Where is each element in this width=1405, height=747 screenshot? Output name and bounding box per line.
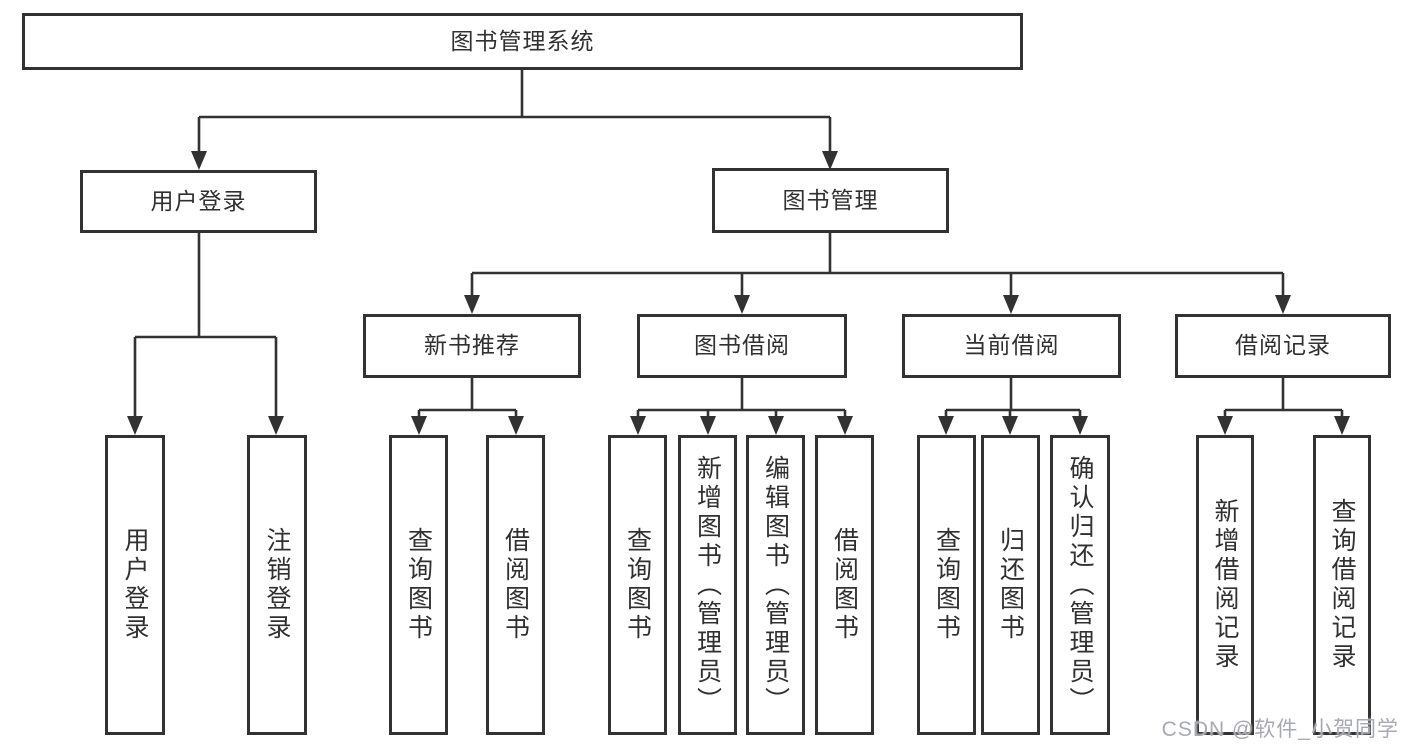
csdn-watermark: CSDN @软件_小贺同学: [1161, 718, 1399, 741]
leaf-query-books-borrow: 查询图书: [608, 435, 667, 735]
node-borrow-records: 借阅记录: [1175, 314, 1391, 378]
node-current-borrow: 当前借阅: [902, 314, 1121, 378]
node-book-management: 图书管理: [712, 168, 949, 233]
leaf-user-login: 用户登录: [105, 435, 165, 735]
leaf-query-books-recommend: 查询图书: [389, 435, 448, 735]
leaf-add-borrow-record: 新增借阅记录: [1196, 435, 1254, 735]
arrowheads: [127, 151, 1350, 435]
node-book-borrow: 图书借阅: [637, 314, 847, 378]
leaf-add-book-admin: 新增图书（管理员）: [678, 435, 737, 735]
leaf-logout: 注销登录: [247, 435, 307, 735]
leaf-return-book: 归还图书: [981, 435, 1040, 735]
leaf-edit-book-admin: 编辑图书（管理员）: [746, 435, 805, 735]
leaf-borrow-books-recommend: 借阅图书: [486, 435, 545, 735]
leaf-query-books-current: 查询图书: [917, 435, 976, 735]
node-user-login: 用户登录: [80, 170, 317, 233]
node-root-system: 图书管理系统: [22, 13, 1023, 70]
leaf-query-borrow-record: 查询借阅记录: [1313, 435, 1371, 735]
leaf-confirm-return-admin: 确认归还（管理员）: [1050, 435, 1110, 735]
node-new-book-recommend: 新书推荐: [363, 314, 581, 378]
leaf-borrow-books: 借阅图书: [815, 435, 874, 735]
